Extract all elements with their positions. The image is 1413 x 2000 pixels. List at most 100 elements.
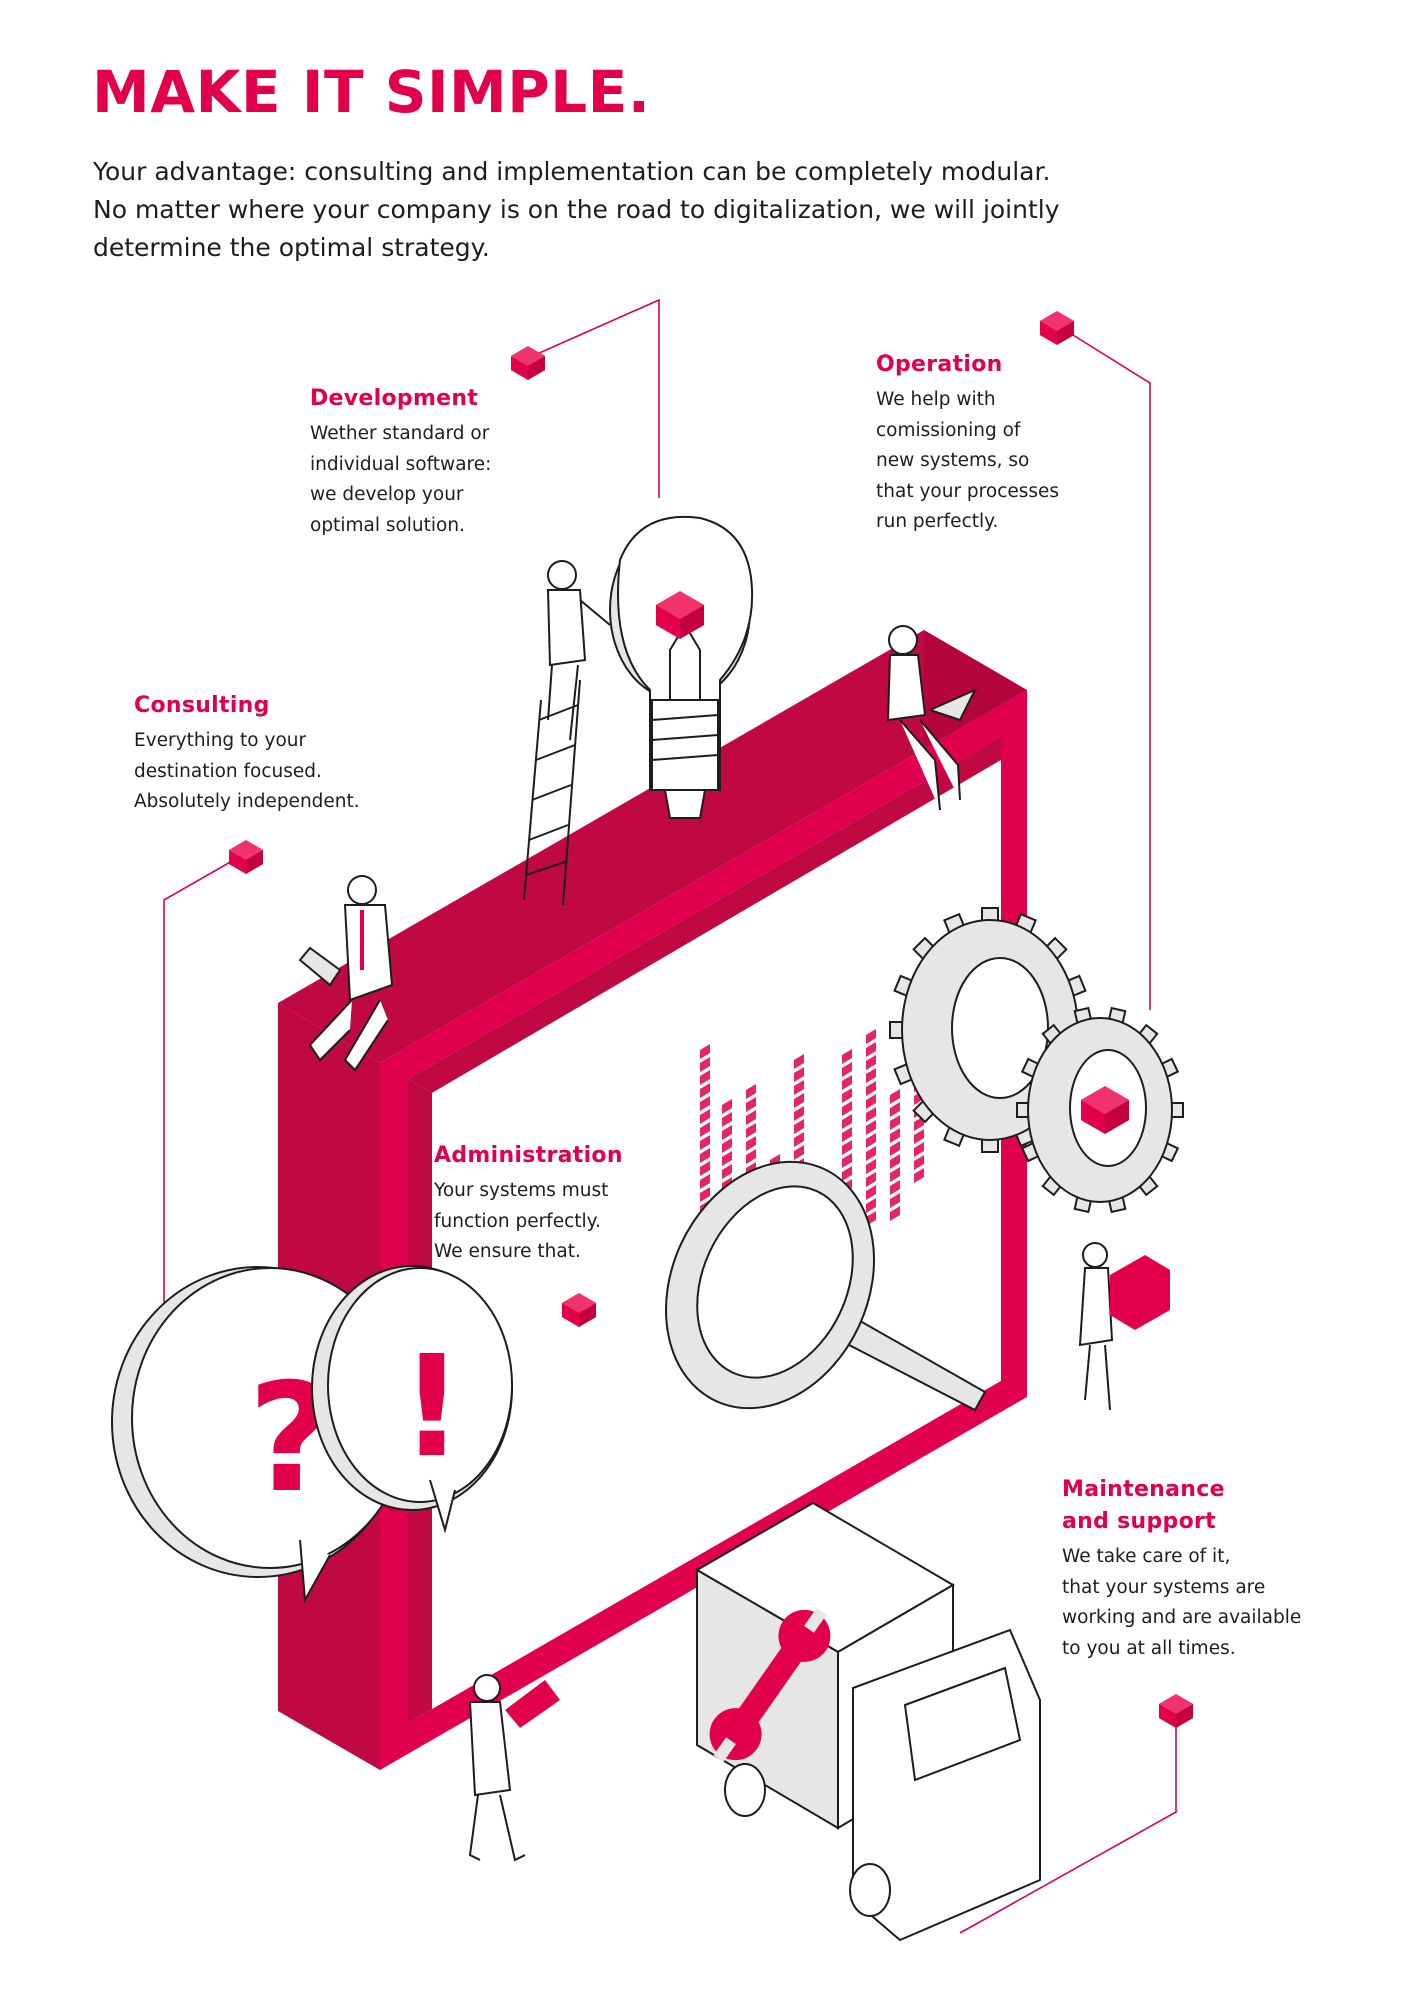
equalizer-cell [794,1093,804,1108]
section-body: We take care of it, that your systems ar… [1062,1542,1301,1664]
equalizer-cell [700,1044,710,1059]
section-body: Everything to your destination focused. … [134,726,360,818]
equalizer-cell [842,1062,852,1077]
section-maintenance: Maintenance and support We take care of … [1062,1474,1301,1664]
equalizer-cell [722,1164,732,1179]
equalizer-cell [794,1132,804,1147]
equalizer-cell [890,1141,900,1156]
cube-maintenance-icon [1159,1694,1193,1728]
equalizer-cell [842,1127,852,1142]
body-line: that your processes [876,480,1060,502]
ladder-icon [523,679,581,906]
equalizer-cell [866,1133,876,1148]
equalizer-cell [700,1109,710,1124]
equalizer-cell [842,1153,852,1168]
leader-line-development [527,298,660,498]
cube-operation-icon [1040,311,1074,345]
magnifying-glass-icon [665,1160,987,1412]
equalizer-cell [700,1135,710,1150]
equalizer-cell [700,1096,710,1111]
equalizer-cell [914,1129,924,1144]
body-line: that your systems are [1062,1576,1266,1598]
cube-administration-icon [562,1293,596,1327]
equalizer-cell [842,1088,852,1103]
exclamation-mark-icon: ! [400,1326,464,1489]
cube-gear-icon [1081,1086,1129,1134]
accent-cubes [229,311,1193,1728]
equalizer-cell [746,1084,756,1099]
equalizer-cell [842,1114,852,1129]
title-line: Maintenance [1062,1477,1225,1502]
equalizer-cell [890,1206,900,1221]
equalizer-cell [866,1185,876,1200]
equalizer-cell [700,1187,710,1202]
intro-line: Your advantage: consulting and implement… [93,157,1051,186]
consultant-person [298,875,394,1072]
page-headline: MAKE IT SIMPLE. [92,58,651,126]
title-line: Operation [876,352,1003,377]
cube-light-bulb-icon [656,591,704,639]
equalizer-cell [866,1081,876,1096]
body-line: Your systems must [434,1180,609,1201]
equalizer-cell [866,1107,876,1122]
title-line: Development [310,386,479,411]
section-title: Consulting [134,690,360,722]
equalizer-cell [866,1198,876,1213]
speech-bubbles: ? ! [111,1265,513,1604]
cube-development-icon [511,346,545,380]
section-title: Development [310,383,491,415]
equalizer-cell [746,1110,756,1125]
section-administration: Administration Your systems must functio… [434,1140,623,1268]
equalizer-cell [890,1154,900,1169]
equalizer-cell [890,1115,900,1130]
tablet-person [468,1674,560,1862]
equalizer-cell [890,1180,900,1195]
title-line: Consulting [134,693,270,718]
equalizer-cell [794,1080,804,1095]
equalizer-cell [866,1068,876,1083]
body-line: new systems, so [876,450,1030,471]
equalizer-cell [700,1122,710,1137]
equalizer-cell [914,1168,924,1183]
climber-person [546,560,611,741]
equalizer-cell [890,1102,900,1117]
leader-line-consulting [163,852,247,1305]
equalizer-cell [794,1106,804,1121]
equalizer-cell [842,1075,852,1090]
section-operation: Operation We help with comissioning of n… [876,349,1059,538]
section-development: Development Wether standard or individua… [310,383,491,541]
equalizer-cell [866,1055,876,1070]
equalizer-cell [890,1167,900,1182]
body-line: comissioning of [876,419,1021,441]
body-line: destination focused. [134,760,322,782]
frame-bottom-bar [380,1381,1001,1770]
equalizer-cell [914,1155,924,1170]
body-line: optimal solution. [310,514,465,536]
carried-box [1110,1255,1170,1330]
section-title: Maintenance and support [1062,1474,1301,1538]
equalizer-cell [866,1172,876,1187]
body-line: to you at all times. [1062,1637,1236,1659]
equalizer-cell [700,1174,710,1189]
equalizer-cell [890,1193,900,1208]
equalizer-cell [700,1070,710,1085]
truck-icon [695,1501,1041,1942]
body-line: Absolutely independent. [134,791,360,812]
body-line: working and are available [1062,1607,1302,1628]
equalizer-cell [794,1067,804,1082]
frame-top-face [278,630,1027,1063]
equalizer-cell [866,1029,876,1044]
section-consulting: Consulting Everything to your destinatio… [134,690,360,818]
equalizer-cell [746,1136,756,1151]
equalizer-cell [866,1120,876,1135]
section-body: We help with comissioning of new systems… [876,385,1059,538]
equalizer-cell [842,1140,852,1155]
equalizer-cell [700,1057,710,1072]
equalizer-cell [842,1049,852,1064]
body-line: run perfectly. [876,511,999,532]
equalizer-cell [890,1089,900,1104]
equalizer-cell [794,1119,804,1134]
leader-line-maintenance [959,1706,1177,1934]
equalizer-cell [866,1146,876,1161]
equalizer-cell [914,1142,924,1157]
